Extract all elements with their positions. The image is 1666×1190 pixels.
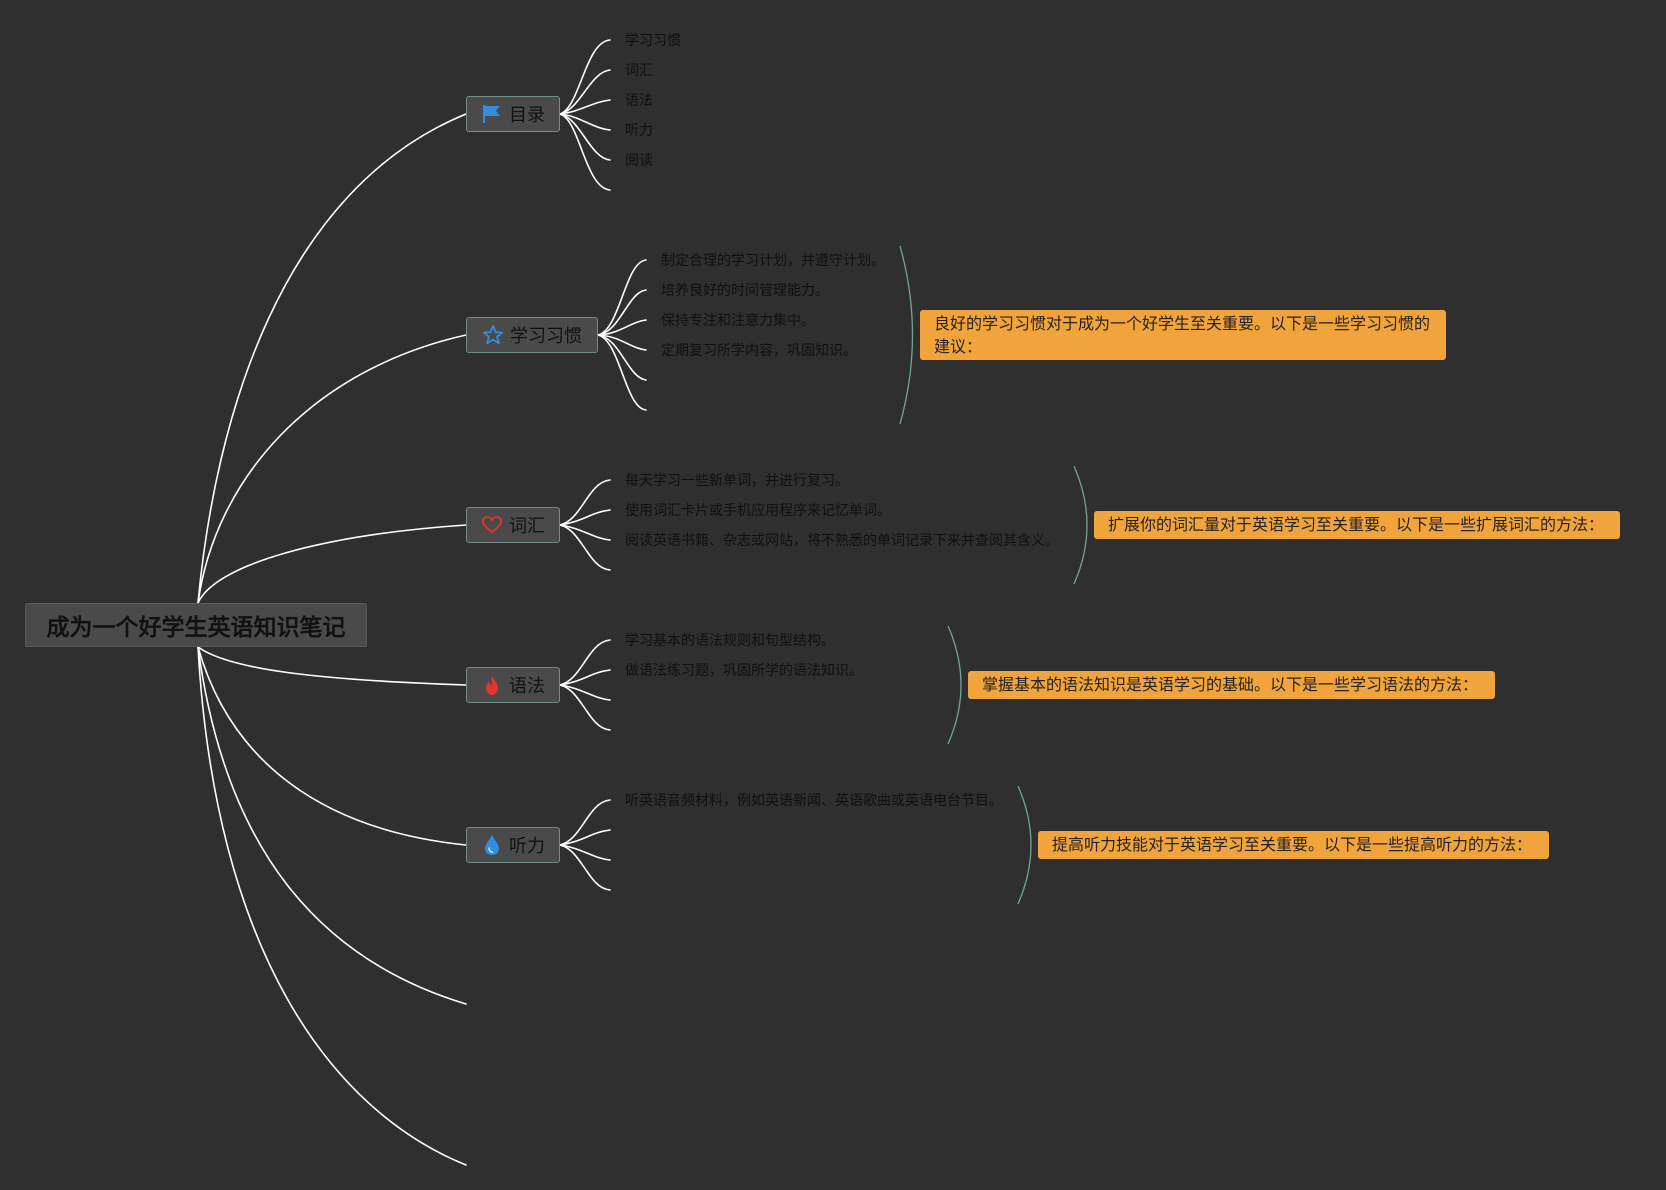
branch-label: 目录 <box>509 105 545 126</box>
connector-root-catalog <box>197 113 467 604</box>
branch-listening[interactable]: 听力 <box>466 827 560 863</box>
leaf-vocab-2[interactable]: 使用词汇卡片或手机应用程序来记忆单词。 <box>625 503 891 519</box>
bracket-vocab <box>1073 465 1088 585</box>
leaf-vocab-3[interactable]: 阅读英语书籍、杂志或网站，将不熟悉的单词记录下来并查阅其含义。 <box>625 533 1059 549</box>
leaf-catalog-3[interactable]: 语法 <box>625 93 653 109</box>
note-study-habits[interactable]: 良好的学习习惯对于成为一个好学生至关重要。以下是一些学习习惯的建议： <box>920 310 1446 360</box>
branch-label: 语法 <box>509 676 545 697</box>
leaf-catalog-2[interactable]: 词汇 <box>625 63 653 79</box>
connectors-vocab-leaves <box>559 479 611 571</box>
branch-vocabulary[interactable]: 词汇 <box>466 507 560 543</box>
bracket-listening <box>1017 785 1032 905</box>
fire-icon <box>486 675 498 695</box>
leaf-grammar-2[interactable]: 做语法练习题，巩固所学的语法知识。 <box>625 663 863 679</box>
note-text: 提高听力技能对于英语学习至关重要。以下是一些提高听力的方法： <box>1052 835 1533 854</box>
note-grammar[interactable]: 掌握基本的语法知识是英语学习的基础。以下是一些学习语法的方法： <box>968 671 1495 699</box>
heart-icon <box>482 516 502 534</box>
root-topic-label: 成为一个好学生英语知识笔记 <box>46 615 346 641</box>
leaf-catalog-5[interactable]: 阅读 <box>625 153 653 169</box>
branch-label: 听力 <box>509 836 545 857</box>
root-topic[interactable]: 成为一个好学生英语知识笔记 <box>25 603 367 647</box>
connector-root-empty-2 <box>197 646 467 1166</box>
connectors-habits-leaves <box>597 259 647 411</box>
connectors-listening-leaves <box>559 799 611 891</box>
leaf-catalog-1[interactable]: 学习习惯 <box>625 33 681 49</box>
flag-icon <box>483 105 500 123</box>
bracket-habits <box>899 245 914 425</box>
leaf-catalog-4[interactable]: 听力 <box>625 123 653 139</box>
branch-label: 学习习惯 <box>510 326 582 347</box>
connector-root-habits <box>197 334 467 604</box>
branch-grammar[interactable]: 语法 <box>466 667 560 703</box>
leaf-habits-3[interactable]: 保持专注和注意力集中。 <box>661 313 815 329</box>
branch-label: 词汇 <box>509 516 545 537</box>
leaf-grammar-1[interactable]: 学习基本的语法规则和句型结构。 <box>625 633 835 649</box>
connector-root-vocab <box>197 524 467 604</box>
connector-root-empty-1 <box>197 646 467 1005</box>
note-listening[interactable]: 提高听力技能对于英语学习至关重要。以下是一些提高听力的方法： <box>1038 831 1549 859</box>
leaf-habits-1[interactable]: 制定合理的学习计划，并遵守计划。 <box>661 253 885 269</box>
branch-study-habits[interactable]: 学习习惯 <box>466 317 598 353</box>
connector-root-grammar <box>197 646 467 686</box>
bracket-grammar <box>947 625 962 745</box>
note-text: 扩展你的词汇量对于英语学习至关重要。以下是一些扩展词汇的方法： <box>1108 515 1605 534</box>
note-vocabulary[interactable]: 扩展你的词汇量对于英语学习至关重要。以下是一些扩展词汇的方法： <box>1094 511 1620 539</box>
branch-catalog[interactable]: 目录 <box>466 96 560 132</box>
note-text: 掌握基本的语法知识是英语学习的基础。以下是一些学习语法的方法： <box>982 675 1479 694</box>
leaf-listening-1[interactable]: 听英语音频材料，例如英语新闻、英语歌曲或英语电台节目。 <box>625 793 1003 809</box>
leaf-habits-4[interactable]: 定期复习所学内容，巩固知识。 <box>661 343 857 359</box>
star-icon <box>482 325 504 345</box>
note-text: 良好的学习习惯对于成为一个好学生至关重要。以下是一些学习习惯的建议： <box>934 314 1431 356</box>
connector-root-listening <box>197 646 467 846</box>
leaf-habits-2[interactable]: 培养良好的时间管理能力。 <box>661 283 829 299</box>
water-drop-icon <box>485 835 499 855</box>
connectors-catalog-leaves <box>559 39 611 191</box>
leaf-vocab-1[interactable]: 每天学习一些新单词，并进行复习。 <box>625 473 849 489</box>
connectors-grammar-leaves <box>559 639 611 731</box>
